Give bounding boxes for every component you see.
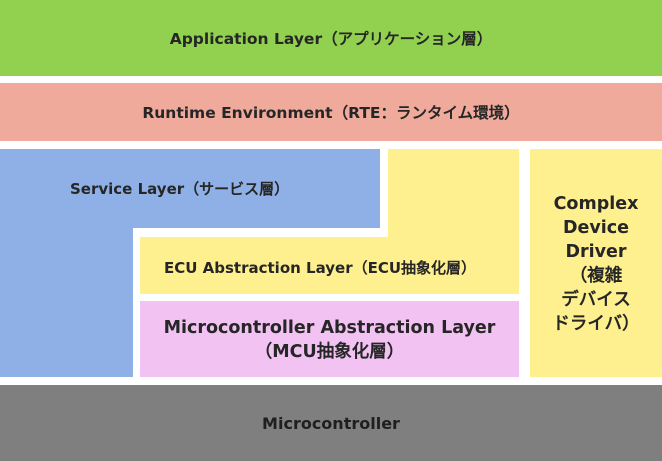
middle-layers bbox=[0, 149, 662, 377]
microcontroller-label: Microcontroller bbox=[262, 413, 400, 433]
cdd-line2: Device bbox=[562, 218, 630, 238]
service-layer-label: Service Layer（サービス層） bbox=[70, 180, 290, 198]
rte-layer: Runtime Environment（RTE：ランタイム環境） bbox=[0, 83, 662, 141]
cdd-label: Complex Device Driver （複雑 デバイス ドライバ） bbox=[530, 192, 662, 336]
mcal-layer-shape bbox=[140, 301, 519, 377]
rte-layer-label: Runtime Environment（RTE：ランタイム環境） bbox=[142, 104, 520, 122]
service-layer-shape bbox=[0, 149, 380, 377]
application-layer: Application Layer（アプリケーション層） bbox=[0, 0, 662, 76]
cdd-line5: デバイス bbox=[561, 290, 631, 310]
cdd-line4: （複雑 bbox=[569, 266, 623, 286]
mcal-layer-label: Microcontroller Abstraction Layer （MCU抽象… bbox=[140, 316, 519, 364]
ecu-layer-shape bbox=[140, 149, 519, 294]
cdd-shape bbox=[530, 149, 662, 377]
cdd-line3: Driver bbox=[565, 242, 627, 262]
cdd-line6: ドライバ） bbox=[552, 314, 640, 334]
application-layer-label: Application Layer（アプリケーション層） bbox=[169, 30, 493, 48]
ecu-layer-label: ECU Abstraction Layer（ECU抽象化層） bbox=[164, 259, 477, 277]
cdd-line1: Complex bbox=[553, 194, 639, 214]
mcal-line2: （MCU抽象化層） bbox=[254, 342, 405, 362]
mcal-line1: Microcontroller Abstraction Layer bbox=[163, 318, 496, 338]
microcontroller-layer: Microcontroller bbox=[0, 385, 662, 461]
